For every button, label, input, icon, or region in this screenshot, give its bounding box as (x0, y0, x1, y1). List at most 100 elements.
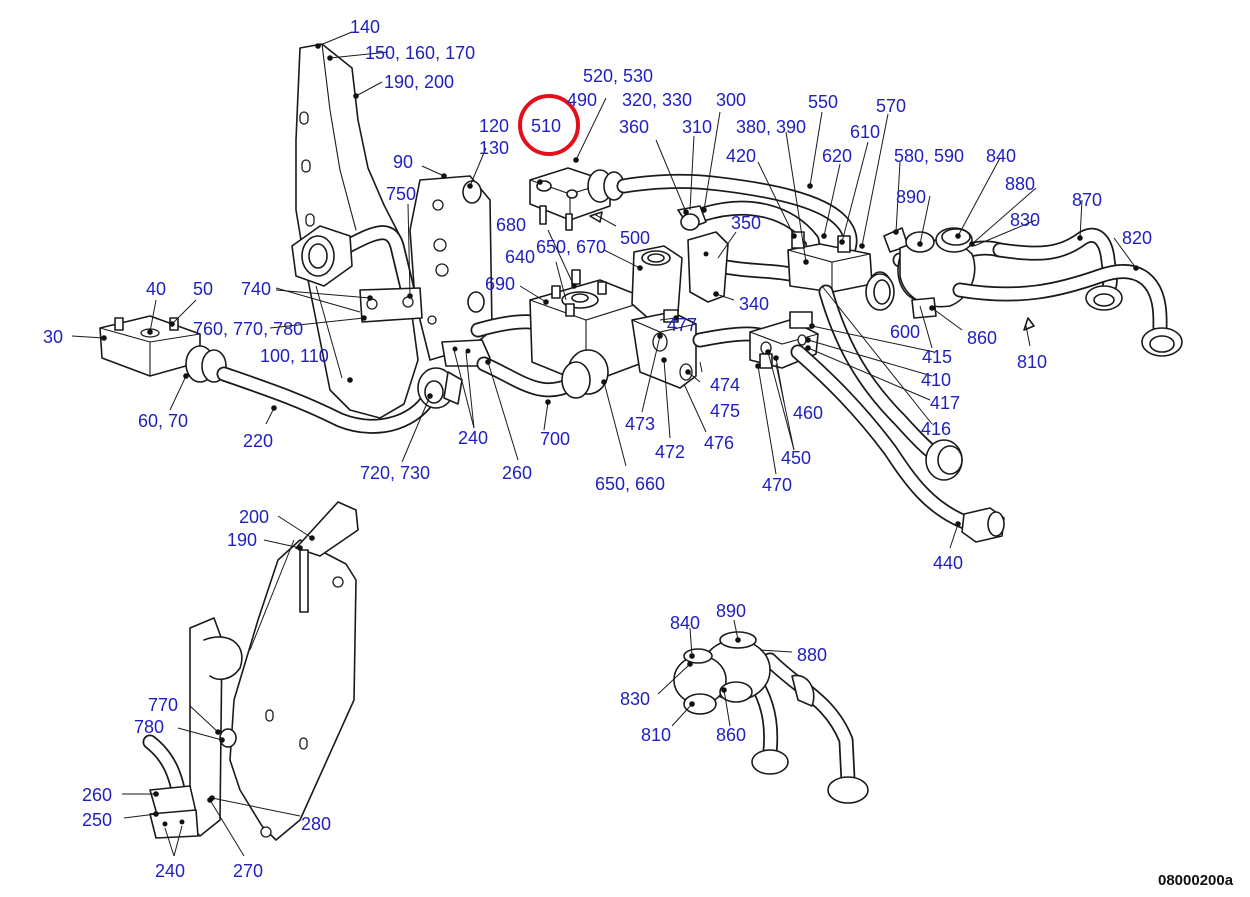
right-manifold (865, 227, 1008, 319)
upper-left-fitting (291, 225, 423, 323)
top-block-500 (529, 167, 625, 231)
callout-200-detail[interactable]: 200 (239, 507, 269, 527)
callout-30[interactable]: 30 (43, 327, 63, 347)
callout-280[interactable]: 280 (301, 814, 331, 834)
callout-740[interactable]: 740 (241, 279, 271, 299)
flange-plate (409, 175, 493, 361)
callout-580-590[interactable]: 580, 590 (894, 146, 964, 166)
callout-700[interactable]: 700 (540, 429, 570, 449)
callout-50[interactable]: 50 (193, 279, 213, 299)
callout-417[interactable]: 417 (930, 393, 960, 413)
callout-320-330[interactable]: 320, 330 (622, 90, 692, 110)
callout-415[interactable]: 415 (922, 347, 952, 367)
callout-880-detail[interactable]: 880 (797, 645, 827, 665)
manifold-detail-drawing (673, 631, 869, 804)
fitting-416 (925, 439, 963, 481)
callout-labels[interactable]: 140 150, 160, 170 190, 200 520, 530 490 … (43, 17, 1152, 881)
callout-140[interactable]: 140 (350, 17, 380, 37)
callout-100-110[interactable]: 100, 110 (260, 346, 329, 366)
callout-840-detail[interactable]: 840 (670, 613, 700, 633)
callout-830-main[interactable]: 830 (1010, 210, 1040, 230)
callout-600[interactable]: 600 (890, 322, 920, 342)
callout-190-detail[interactable]: 190 (227, 530, 257, 550)
callout-420[interactable]: 420 (726, 146, 756, 166)
callout-440[interactable]: 440 (933, 553, 963, 573)
callout-890-detail[interactable]: 890 (716, 601, 746, 621)
callout-260-detail[interactable]: 260 (82, 785, 112, 805)
callout-340[interactable]: 340 (739, 294, 769, 314)
callout-550[interactable]: 550 (808, 92, 838, 112)
callout-475[interactable]: 475 (710, 401, 740, 421)
callout-680[interactable]: 680 (496, 215, 526, 235)
leader-lines (71, 31, 1137, 857)
callout-120[interactable]: 120 (479, 116, 509, 136)
callout-310[interactable]: 310 (682, 117, 712, 137)
callout-40[interactable]: 40 (146, 279, 166, 299)
left-valve-block (99, 315, 227, 383)
callout-810-main[interactable]: 810 (1017, 352, 1047, 372)
leader-dots (101, 43, 1139, 817)
callout-640[interactable]: 640 (505, 247, 535, 267)
callout-260-main[interactable]: 260 (502, 463, 532, 483)
callout-460[interactable]: 460 (793, 403, 823, 423)
callout-250[interactable]: 250 (82, 810, 112, 830)
callout-620[interactable]: 620 (822, 146, 852, 166)
callout-90[interactable]: 90 (393, 152, 413, 172)
callout-130[interactable]: 130 (479, 138, 509, 158)
callout-810-detail[interactable]: 810 (641, 725, 671, 745)
callout-840-main[interactable]: 840 (986, 146, 1016, 166)
callout-830-detail[interactable]: 830 (620, 689, 650, 709)
callout-720-730[interactable]: 720, 730 (360, 463, 430, 483)
callout-240-main[interactable]: 240 (458, 428, 488, 448)
callout-520-530[interactable]: 520, 530 (583, 66, 653, 86)
bracket-detail-drawing (142, 501, 359, 841)
callout-477[interactable]: 477 (667, 315, 697, 335)
callout-880-main[interactable]: 880 (1005, 174, 1035, 194)
callout-780[interactable]: 780 (134, 717, 164, 737)
callout-890-main[interactable]: 890 (896, 187, 926, 207)
callout-750[interactable]: 750 (386, 184, 416, 204)
fitting-820 (1085, 285, 1183, 357)
fitting-440 (961, 507, 1005, 543)
callout-350[interactable]: 350 (731, 213, 761, 233)
callout-570[interactable]: 570 (876, 96, 906, 116)
valve-manifold-473 (631, 309, 697, 389)
callout-860-detail[interactable]: 860 (716, 725, 746, 745)
callout-690[interactable]: 690 (485, 274, 515, 294)
callout-610[interactable]: 610 (850, 122, 880, 142)
callout-150-160-170[interactable]: 150, 160, 170 (365, 43, 475, 63)
callout-450[interactable]: 450 (781, 448, 811, 468)
callout-510[interactable]: 510 (531, 116, 561, 136)
callout-380-390[interactable]: 380, 390 (736, 117, 806, 137)
callout-473[interactable]: 473 (625, 414, 655, 434)
callout-870[interactable]: 870 (1072, 190, 1102, 210)
callout-860-main[interactable]: 860 (967, 328, 997, 348)
main-assembly-drawing (99, 43, 1183, 543)
callout-190-200-top[interactable]: 190, 200 (384, 72, 454, 92)
callout-476[interactable]: 476 (704, 433, 734, 453)
callout-650-660[interactable]: 650, 660 (595, 474, 665, 494)
callout-270[interactable]: 270 (233, 861, 263, 881)
highlight-circle-510 (518, 94, 580, 156)
callout-472[interactable]: 472 (655, 442, 685, 462)
drawing-id: 08000200a (1158, 872, 1234, 889)
callout-500[interactable]: 500 (620, 228, 650, 248)
clamp-340 (677, 205, 729, 303)
callout-470[interactable]: 470 (762, 475, 792, 495)
callout-820[interactable]: 820 (1122, 228, 1152, 248)
callout-416[interactable]: 416 (921, 419, 951, 439)
callout-410[interactable]: 410 (921, 370, 951, 390)
fitting-720 (417, 367, 463, 409)
callout-474[interactable]: 474 (710, 375, 740, 395)
callout-300[interactable]: 300 (716, 90, 746, 110)
callout-220[interactable]: 220 (243, 431, 273, 451)
callout-360[interactable]: 360 (619, 117, 649, 137)
callout-760-770-780[interactable]: 760, 770, 780 (193, 319, 303, 339)
callout-650-670[interactable]: 650, 670 (536, 237, 606, 257)
callout-240-detail[interactable]: 240 (155, 861, 185, 881)
central-control-block (529, 245, 683, 399)
callout-60-70[interactable]: 60, 70 (138, 411, 188, 431)
callout-770[interactable]: 770 (148, 695, 178, 715)
callout-490[interactable]: 490 (567, 90, 597, 110)
